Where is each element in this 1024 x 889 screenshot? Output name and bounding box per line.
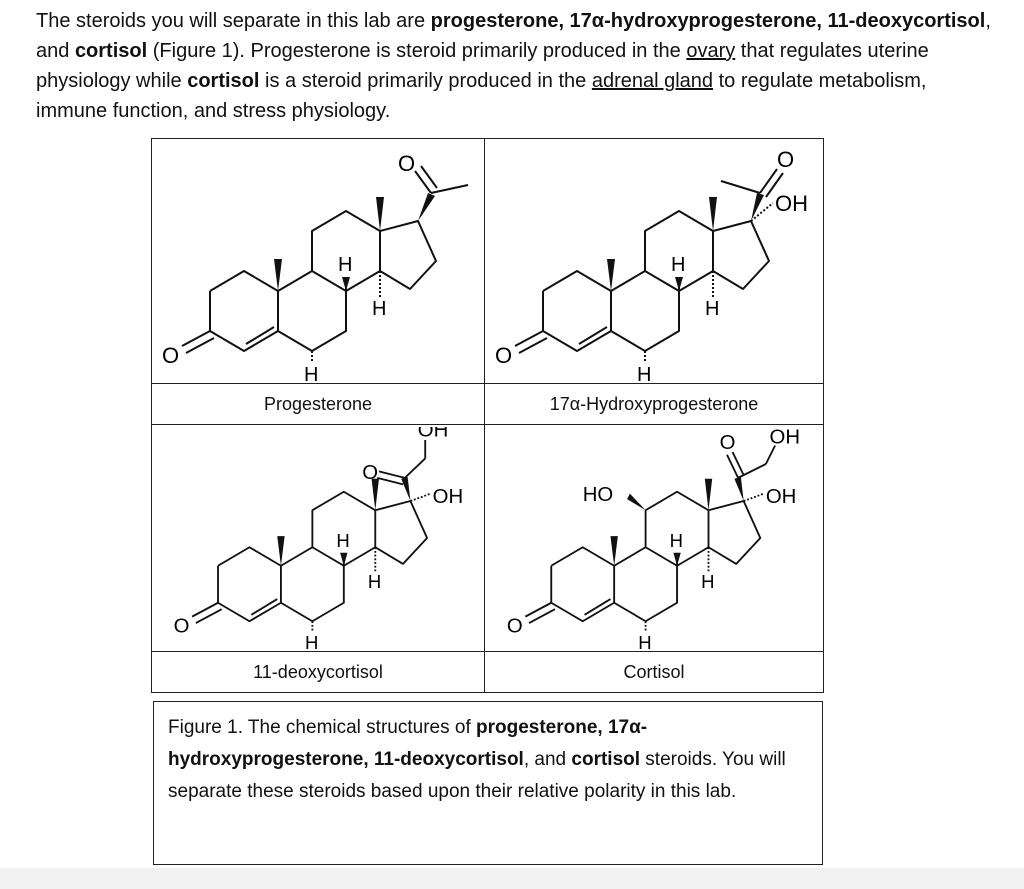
intro-text: , and	[36, 10, 991, 62]
caption-text: , and	[523, 749, 572, 770]
adrenal-gland-link[interactable]: adrenal gland	[591, 70, 714, 92]
atom-label: H	[305, 632, 318, 649]
atom-label: O	[777, 147, 794, 172]
progesterone-structure-cell: H H H O O	[151, 138, 485, 384]
intro-text: is a steroid primarily produced in the	[259, 70, 592, 92]
atom-label: H	[338, 254, 352, 276]
caption-text: Figure 1. The chemical structures of	[168, 717, 476, 738]
atom-label: O	[362, 462, 378, 484]
cortisol-label: Cortisol	[484, 651, 824, 693]
cortisol-structure-cell: HO OH OH H H H O O	[484, 424, 824, 652]
atom-label: H	[368, 571, 381, 592]
atom-label: H	[637, 364, 651, 381]
atom-label: OH	[766, 486, 797, 508]
atom-label: H	[336, 530, 349, 551]
atom-label: H	[701, 571, 714, 592]
cortisol-structure: HO OH OH H H H O O	[507, 427, 801, 649]
atom-label: H	[670, 530, 683, 551]
progesterone-structure: H H H O O	[162, 151, 469, 381]
caption-compounds: progesterone, 17α-hydroxyprogesterone, 1…	[168, 717, 648, 770]
figure-caption: Figure 1. The chemical structures of pro…	[153, 701, 823, 865]
atom-label: OH	[433, 486, 464, 508]
figure-table: H H H O O OH	[151, 138, 824, 693]
hydroxyprogesterone-structure-cell: OH H H H O O	[484, 138, 824, 384]
intro-cortisol: cortisol	[74, 40, 148, 62]
deoxycortisol-structure: OH OH H H H O O	[174, 427, 464, 649]
caption-cortisol: cortisol	[571, 749, 641, 770]
atom-label: O	[162, 343, 179, 368]
intro-cortisol-2: cortisol	[187, 70, 260, 92]
deoxycortisol-structure-cell: OH OH H H H O O	[151, 424, 485, 652]
hydroxyprogesterone-structure: OH H H H O O	[495, 147, 808, 381]
atom-label: O	[720, 432, 736, 454]
caption-text: steroids. You will separate these steroi…	[168, 749, 786, 802]
atom-label: O	[507, 615, 523, 637]
progesterone-label: Progesterone	[151, 383, 485, 425]
ovary-link[interactable]: ovary	[686, 40, 736, 62]
atom-label: HO	[583, 484, 614, 506]
atom-label: O	[495, 343, 512, 368]
atom-label: OH	[770, 427, 801, 449]
atom-label: OH	[775, 191, 808, 216]
atom-label: OH	[418, 427, 449, 441]
atom-label: H	[304, 364, 318, 381]
atom-label: O	[174, 615, 190, 637]
wedge-bond	[418, 193, 435, 221]
intro-text: (Figure 1). Progesterone is steroid prim…	[147, 40, 687, 62]
atom-label: H	[638, 632, 651, 649]
intro-text: to regulate metabolism, immune function,…	[36, 70, 927, 122]
intro-compounds: progesterone, 17α-hydroxyprogesterone, 1…	[430, 10, 986, 32]
intro-text: that regulates uterine physiology while	[36, 40, 929, 92]
atom-label: H	[671, 254, 685, 276]
atom-label: H	[372, 298, 386, 320]
deoxycortisol-label: 11-deoxycortisol	[151, 651, 485, 693]
atom-label: H	[705, 298, 719, 320]
bottom-strip	[0, 868, 1024, 889]
atom-label: O	[398, 151, 415, 176]
intro-text: The steroids you will separate in this l…	[36, 10, 431, 32]
hydroxyprogesterone-label: 17α-Hydroxyprogesterone	[484, 383, 824, 425]
intro-paragraph: The steroids you will separate in this l…	[36, 6, 996, 126]
